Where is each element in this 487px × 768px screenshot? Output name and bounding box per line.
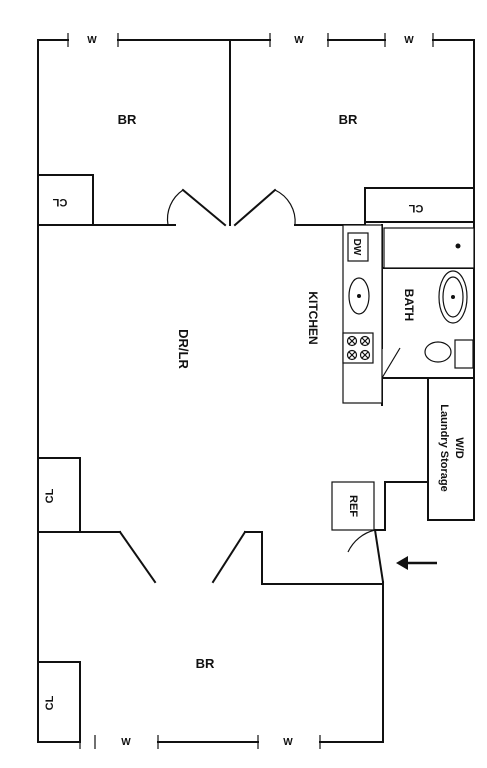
room-label-br-top-right: BR (339, 112, 358, 127)
window-label-top-3: W (404, 35, 414, 46)
room-label-wd: W/D (453, 437, 465, 458)
closet-label-top-left: CL (52, 196, 67, 208)
room-label-br-bottom: BR (196, 656, 215, 671)
appliance-label-dw: DW (351, 239, 362, 256)
room-label-bath: BATH (402, 289, 416, 321)
appliance-label-ref: REF (347, 495, 359, 517)
room-label-dr-lr: DR/LR (176, 329, 191, 369)
room-label-kitchen: KITCHEN (306, 291, 320, 344)
room-label-br-top-left: BR (118, 112, 137, 127)
outer-walls (37, 33, 475, 749)
closet-label-bottom-left: CL (44, 695, 56, 710)
closet-label-top-right: CL (408, 202, 423, 214)
entry-arrow-icon (396, 556, 437, 570)
window-label-bottom-1: W (121, 737, 131, 748)
window-label-top-1: W (87, 35, 97, 46)
window-label-bottom-2: W (283, 737, 293, 748)
kitchen-fixtures (342, 224, 383, 404)
refrigerator-box (331, 481, 375, 531)
bath-fixtures (383, 227, 475, 369)
room-label-laundry-storage: Laundry Storage (438, 404, 450, 491)
interior-walls (37, 39, 475, 743)
closet-label-mid-left: CL (44, 488, 56, 503)
window-label-top-2: W (294, 35, 304, 46)
